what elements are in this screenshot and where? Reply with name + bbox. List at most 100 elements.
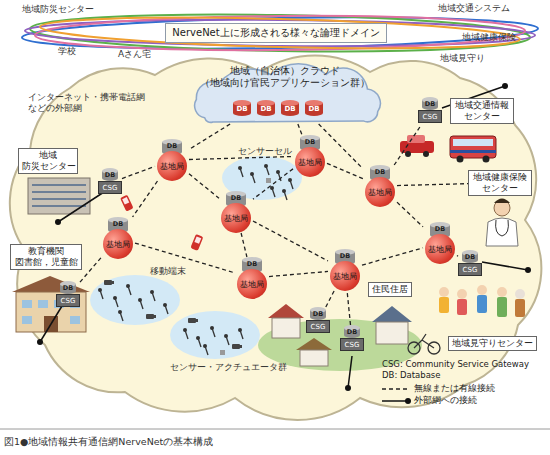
database-label: DB xyxy=(60,285,76,292)
base-station: DB基地局 xyxy=(219,191,253,233)
map-label: 移動端末 xyxy=(150,266,186,277)
box-text: 教育機関 図書館，児童館 xyxy=(14,246,78,268)
school-roof xyxy=(12,276,90,292)
base-station-circle: 基地局 xyxy=(237,269,267,299)
house-wall xyxy=(376,322,408,344)
sensor-icon xyxy=(264,164,269,175)
stethoscope xyxy=(496,220,509,236)
banner-text: NerveNet上に形成される様々な論理ドメイン xyxy=(170,26,382,40)
gateway-box: CSG xyxy=(458,263,482,276)
base-station-label: 基地局 xyxy=(333,271,357,282)
base-station-circle: 基地局 xyxy=(221,203,251,233)
gateway-box: CSG xyxy=(306,320,330,333)
database-icon-wrap: DB xyxy=(462,250,478,263)
box-text: 地域見守りセンター xyxy=(452,338,533,349)
sensor-icon xyxy=(238,328,243,339)
network-link xyxy=(362,248,423,265)
facility-box: 地域見守りセンター xyxy=(448,336,537,351)
base-station: DB基地局 xyxy=(155,139,189,181)
database-label: DB xyxy=(162,143,182,150)
external-link xyxy=(58,192,104,222)
external-link xyxy=(482,262,528,270)
network-link xyxy=(253,169,293,199)
map-label: 地域見守り xyxy=(440,53,485,64)
cloud-shape xyxy=(195,64,381,123)
database-label: DB xyxy=(300,139,320,146)
bus-windows xyxy=(453,139,493,146)
external-link-dot xyxy=(345,385,351,391)
database-label: DB xyxy=(281,105,299,113)
child-body xyxy=(477,295,487,313)
database-label: DB xyxy=(257,105,275,113)
network-link xyxy=(457,255,458,257)
sensor-icon xyxy=(113,296,118,307)
base-station: DB基地局 xyxy=(423,222,457,264)
domain-ellipse xyxy=(30,11,531,56)
sensor-icon xyxy=(183,328,188,339)
house-wall xyxy=(300,350,328,366)
database-icon-wrap: DB xyxy=(344,325,360,338)
database-icon-wrap: DB xyxy=(60,281,76,294)
network-link xyxy=(326,291,334,307)
wheel xyxy=(405,151,411,157)
network-link xyxy=(269,271,328,276)
gateway-label: CSG xyxy=(345,341,360,349)
gateway-box: CSG xyxy=(98,181,122,194)
map-label: 地域健康保険 xyxy=(462,32,516,43)
sensor-icon xyxy=(196,336,201,347)
network-link xyxy=(298,124,302,135)
database-cylinder xyxy=(233,103,251,116)
external-link xyxy=(348,356,352,388)
network-link xyxy=(319,124,363,169)
camera-icon xyxy=(104,280,114,285)
cloud-node: 地域（自治体）クラウド （地域向け官民アプリケーション群） xyxy=(182,56,388,124)
base-station-label: 基地局 xyxy=(240,279,264,290)
camera-icon xyxy=(146,314,156,319)
child-body xyxy=(457,299,467,315)
database-label: DB xyxy=(108,221,128,228)
legend-link-sample xyxy=(382,400,406,402)
gateway-node: DBCSG xyxy=(418,97,442,127)
house-roof xyxy=(268,304,304,318)
school-wall xyxy=(16,292,86,332)
base-station-label: 基地局 xyxy=(298,157,322,168)
phone-body xyxy=(190,234,203,251)
adult-body xyxy=(515,299,525,317)
box-text: 地域交通情報 センター xyxy=(454,100,510,122)
facility-box: 地域 防災センター xyxy=(18,148,78,174)
network-link xyxy=(397,202,423,227)
map-label: センサーセル xyxy=(238,146,292,157)
gateway-label: CSG xyxy=(463,266,478,274)
external-link-dot xyxy=(37,339,43,345)
base-station: DB 基地局 xyxy=(293,135,327,177)
sensor-icon xyxy=(203,344,208,355)
gateway-box: CSG xyxy=(56,294,80,307)
building xyxy=(28,178,90,214)
wheel xyxy=(423,151,429,157)
base-station: DB基地局 xyxy=(235,257,269,299)
network-link xyxy=(394,127,420,165)
network-link xyxy=(397,184,468,186)
sensor-icon xyxy=(118,310,123,321)
gateway-box: CSG xyxy=(340,338,364,351)
legend-text: 無線または有線接続 xyxy=(414,383,495,393)
gateway-label: CSG xyxy=(423,113,438,121)
facility-box: 地域健康保険 センター xyxy=(468,170,532,196)
child-head xyxy=(457,289,467,299)
base-station-circle: 基地局 xyxy=(425,234,455,264)
house-roof xyxy=(372,306,412,322)
adult-body xyxy=(497,297,507,317)
sensor-icon xyxy=(163,303,168,314)
map-label: 地域防災センター xyxy=(22,4,94,15)
mobile-phone xyxy=(190,234,203,251)
sensor-icon xyxy=(150,290,155,301)
domain-ellipse xyxy=(40,13,521,54)
database-label: DB xyxy=(335,253,355,260)
map-label: 学校 xyxy=(58,46,76,57)
network-link xyxy=(80,258,101,282)
external-link-dot xyxy=(502,83,508,89)
child-head xyxy=(477,285,487,295)
network-link xyxy=(253,221,328,261)
base-station: DB基地局 xyxy=(101,217,135,259)
doctor-hair xyxy=(494,199,510,204)
